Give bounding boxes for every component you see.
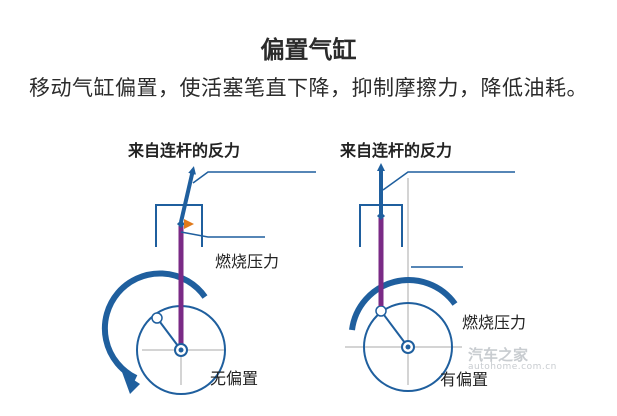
diagram-title: 偏置气缸 [260,36,357,64]
left-friction-arrow [184,219,194,229]
right-rotation-arc [349,277,458,331]
left-rotation-arrowhead [122,372,140,394]
right-crank-arm [380,310,409,348]
left-cylinder-outline [155,204,203,247]
right-reaction-leader [382,171,515,191]
left-combustion-leader [180,231,265,238]
right-crankpin [375,305,387,317]
watermark: 汽车之家 autohome.com.cn [468,344,557,372]
right-combustion-label: 燃烧压力 [462,313,527,332]
right-crank-center-dot [405,344,411,350]
left-reaction-arrow [179,166,196,223]
watermark-main: 汽车之家 [468,346,529,364]
right-caption: 有偏置 [440,370,489,389]
right-reaction-label: 来自连杆的反力 [340,141,453,160]
watermark-sub: autohome.com.cn [468,362,557,372]
diagram-subtitle: 移动气缸偏置，使活塞笔直下降，抑制摩擦力，降低油耗。 [29,76,588,100]
left-rotation-arc [101,270,208,381]
left-mechanism [101,166,316,395]
right-mechanism [345,163,515,392]
left-combustion-label: 燃烧压力 [215,252,280,271]
left-crankpin [151,312,163,324]
left-reaction-leader [192,171,316,184]
left-crank-center-dot [178,347,184,353]
left-caption: 无偏置 [210,369,259,388]
right-crank-circle [363,302,453,392]
left-reaction-label: 来自连杆的反力 [128,141,241,160]
